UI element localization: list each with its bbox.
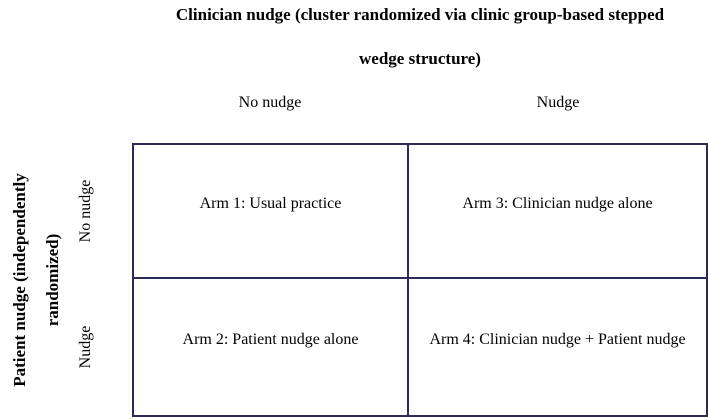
cell-arm4-label: Arm 4: Clinician nudge + Patient nudge (429, 331, 686, 348)
cell-arm1: Arm 1: Usual practice (134, 145, 409, 279)
cell-arm4: Arm 4: Clinician nudge + Patient nudge (409, 279, 706, 415)
clinician-nudge-axis-title: Clinician nudge (cluster randomized via … (132, 0, 708, 81)
clinician-axis-title-line-2: wedge structure) (359, 49, 481, 68)
cell-arm2-label: Arm 2: Patient nudge alone (182, 331, 359, 348)
clinician-axis-title-line-1: Clinician nudge (cluster randomized via … (175, 5, 665, 24)
patient-axis-title-line-2: randomized) (43, 233, 62, 327)
cell-arm3: Arm 3: Clinician nudge alone (409, 145, 706, 279)
column-header-no-nudge: No nudge (238, 94, 302, 111)
patient-nudge-axis-title: Patient nudge (independently randomized) (3, 173, 69, 386)
row-header-nudge: Nudge (77, 325, 94, 369)
column-header-nudge: Nudge (536, 94, 580, 111)
cell-arm1-label: Arm 1: Usual practice (199, 195, 342, 212)
cell-arm3-label: Arm 3: Clinician nudge alone (462, 195, 653, 212)
row-header-no-nudge: No nudge (77, 179, 94, 243)
patient-axis-title-line-1: Patient nudge (independently (10, 173, 29, 387)
design-matrix: Arm 1: Usual practice Arm 3: Clinician n… (132, 143, 708, 417)
cell-arm2: Arm 2: Patient nudge alone (134, 279, 409, 415)
